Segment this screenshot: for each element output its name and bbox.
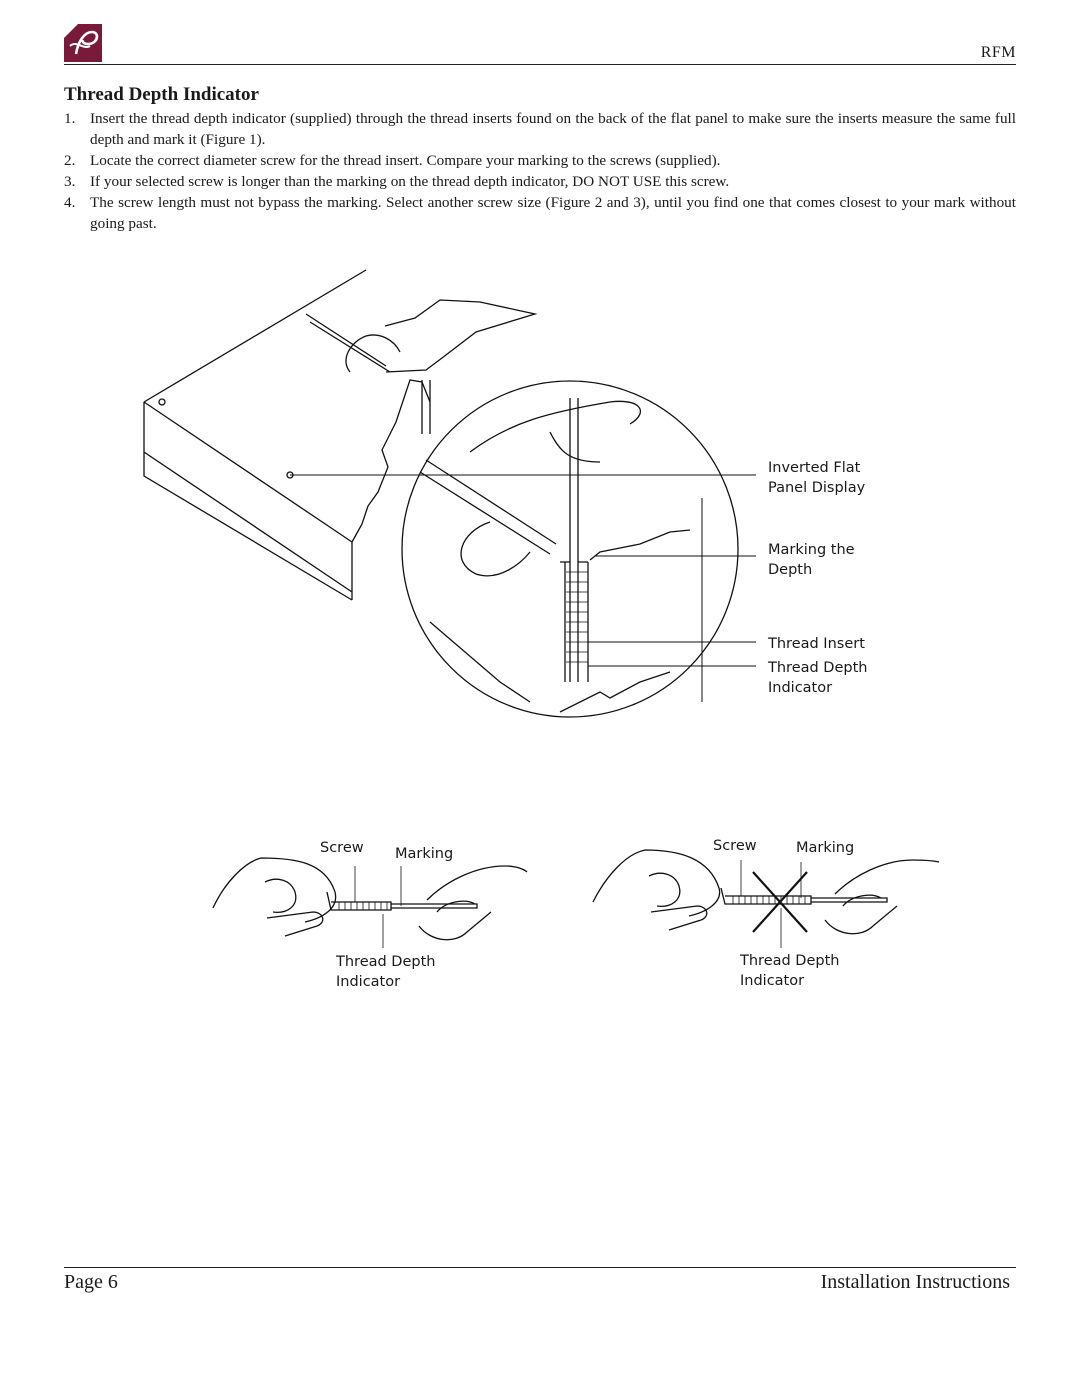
brand-label: RFM bbox=[980, 44, 1016, 61]
screw-comparison-illustration bbox=[592, 849, 940, 948]
label-screw: Screw bbox=[713, 838, 757, 854]
label-marking: Marking bbox=[796, 840, 855, 856]
figure-panel-measurement: Inverted Flat Panel Display Marking the … bbox=[130, 262, 930, 732]
label-screw: Screw bbox=[320, 840, 364, 856]
callout-inverted-panel: Inverted Flat Panel Display bbox=[768, 460, 866, 496]
footer-rule bbox=[64, 1267, 1016, 1268]
instruction-list: 1.Insert the thread depth indicator (sup… bbox=[64, 108, 1016, 234]
label-thread-depth-indicator: Thread Depth Indicator bbox=[740, 953, 840, 989]
list-item: 1.Insert the thread depth indicator (sup… bbox=[64, 110, 1016, 148]
panel-illustration bbox=[143, 269, 756, 718]
section-title: Thread Depth Indicator bbox=[64, 84, 259, 105]
p-monogram-logo bbox=[64, 24, 102, 62]
figure-screw-correct: Screw Marking Thread Depth Indicator bbox=[205, 832, 535, 1002]
list-item: 2.Locate the correct diameter screw for … bbox=[64, 152, 721, 169]
callout-thread-insert: Thread Insert bbox=[768, 636, 865, 652]
list-item: 3.If your selected screw is longer than … bbox=[64, 173, 730, 190]
x-cross-icon bbox=[752, 871, 808, 933]
figure-screw-too-long: Screw Marking Thread Depth Indicator bbox=[585, 832, 945, 1002]
label-thread-depth-indicator: Thread Depth Indicator bbox=[336, 954, 436, 990]
list-item: 4.The screw length must not bypass the m… bbox=[64, 194, 1016, 232]
document-title: Installation Instructions bbox=[820, 1271, 1010, 1293]
page-number: Page 6 bbox=[64, 1271, 118, 1293]
header-rule bbox=[64, 64, 1016, 65]
callout-thread-depth-indicator: Thread Depth Indicator bbox=[768, 660, 868, 696]
screw-comparison-illustration bbox=[212, 857, 528, 948]
label-marking: Marking bbox=[395, 846, 454, 862]
callout-marking-depth: Marking the Depth bbox=[768, 542, 855, 578]
